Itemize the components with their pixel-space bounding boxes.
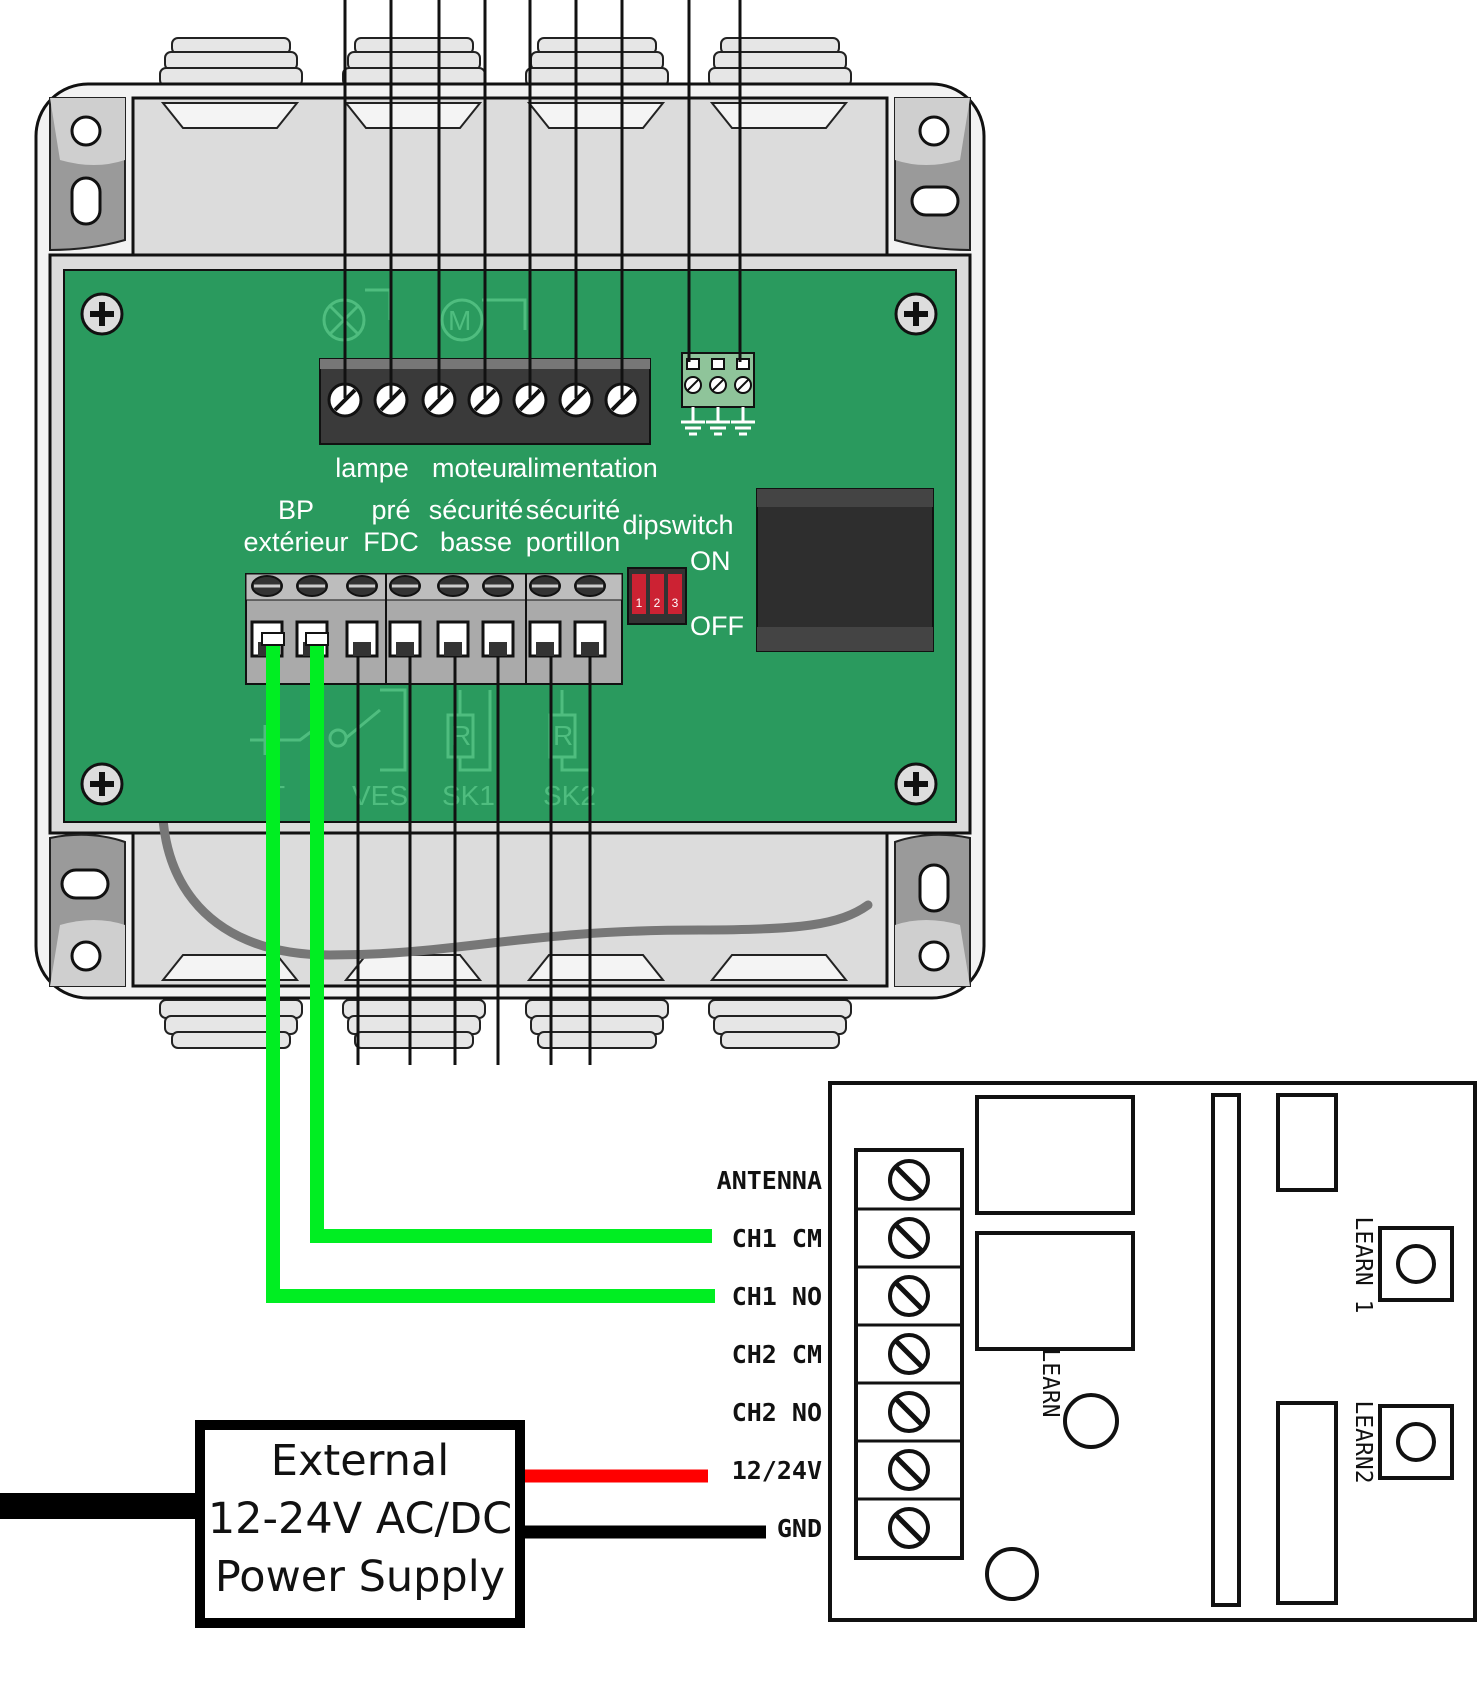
bottom-terminal-screw bbox=[528, 575, 562, 658]
bottom-terminal-screw bbox=[388, 575, 422, 658]
receiver-relay-2 bbox=[975, 1231, 1135, 1351]
svg-text:FDC: FDC bbox=[363, 527, 419, 557]
receiver-strip bbox=[1211, 1093, 1241, 1607]
receiver-terminal-screw bbox=[856, 1439, 962, 1491]
receiver-terminal-labels: ANTENNA CH1 CM CH1 NO CH2 CM CH2 NO 12/2… bbox=[717, 1166, 822, 1543]
learn-button[interactable] bbox=[1063, 1393, 1119, 1449]
dip-1: 1 bbox=[636, 596, 643, 610]
svg-text:portillon: portillon bbox=[526, 527, 621, 557]
pcb-screws bbox=[80, 292, 938, 806]
term-antenna: ANTENNA bbox=[717, 1166, 822, 1195]
power-supply-box: External 12-24V AC/DC Power Supply bbox=[195, 1420, 525, 1628]
bottom-terminal-screw bbox=[573, 575, 607, 658]
label-securite-portillon: sécurité portillon bbox=[526, 495, 621, 557]
top-wires bbox=[343, 0, 742, 398]
receiver-terminal-screw bbox=[856, 1265, 962, 1317]
svg-text:sécurité: sécurité bbox=[429, 495, 524, 525]
receiver-chip-top bbox=[1276, 1093, 1338, 1192]
term-ch2-no: CH2 NO bbox=[732, 1398, 822, 1427]
label-dip-off: OFF bbox=[690, 611, 744, 641]
cable-glands-top bbox=[159, 37, 852, 87]
ground-terminal bbox=[681, 352, 755, 436]
antenna-cable bbox=[157, 765, 873, 960]
label-securite-basse: sécurité basse bbox=[429, 495, 524, 557]
label-dipswitch: dipswitch bbox=[622, 510, 733, 540]
bottom-terminal-screw bbox=[436, 575, 470, 658]
cable-glands-bottom bbox=[159, 999, 852, 1049]
wire-bp-to-ch1-no bbox=[266, 638, 715, 1303]
label-dip-on: ON bbox=[690, 546, 731, 576]
term-ch1-no: CH1 NO bbox=[732, 1282, 822, 1311]
silkscreen-r2: R bbox=[553, 720, 573, 751]
term-ch2-cm: CH2 CM bbox=[732, 1340, 822, 1369]
receiver-terminal-screw bbox=[856, 1323, 962, 1375]
term-12-24v: 12/24V bbox=[732, 1456, 822, 1485]
learn1-label: LEARN 1 bbox=[1350, 1217, 1376, 1314]
silkscreen-ves: VES bbox=[352, 780, 408, 811]
bottom-terminal-screw bbox=[345, 575, 379, 658]
psu-line-3: Power Supply bbox=[215, 1552, 505, 1602]
svg-text:pré: pré bbox=[371, 495, 410, 525]
receiver-relay-1 bbox=[975, 1095, 1135, 1215]
learn2-label: LEARN2 bbox=[1350, 1400, 1376, 1483]
wire-bp-to-ch1-cm bbox=[310, 638, 712, 1243]
psu-line-1: External bbox=[271, 1436, 449, 1486]
svg-text:sécurité: sécurité bbox=[526, 495, 621, 525]
bottom-terminal-block bbox=[245, 573, 623, 685]
receiver-terminal-screw bbox=[856, 1381, 962, 1433]
bottom-wires bbox=[356, 656, 592, 1065]
label-bp-exterieur: BP extérieur bbox=[243, 495, 348, 557]
green-wire-terminals bbox=[261, 632, 329, 646]
svg-text:basse: basse bbox=[440, 527, 512, 557]
top-terminal-screw bbox=[327, 382, 363, 418]
green-wires bbox=[266, 638, 715, 1303]
dip-3: 3 bbox=[672, 596, 679, 610]
receiver-chip-bottom bbox=[1276, 1401, 1338, 1605]
learn-label: LEARN bbox=[1037, 1348, 1063, 1417]
label-lampe: lampe bbox=[335, 453, 409, 483]
power-wires bbox=[0, 1469, 766, 1539]
psu-line-2: 12-24V AC/DC bbox=[208, 1494, 512, 1544]
label-moteur: moteur bbox=[432, 453, 516, 483]
silkscreen-sk1: SK1 bbox=[442, 780, 495, 811]
label-alimentation: alimentation bbox=[512, 453, 658, 483]
label-pre-fdc: pré FDC bbox=[363, 495, 419, 557]
svg-text:extérieur: extérieur bbox=[243, 527, 348, 557]
svg-text:BP: BP bbox=[278, 495, 314, 525]
mounting-corners bbox=[49, 97, 971, 987]
relay-block bbox=[756, 488, 934, 652]
receiver-terminal-screw bbox=[856, 1207, 962, 1259]
receiver-terminal-screw bbox=[856, 1497, 962, 1549]
learn2-button[interactable] bbox=[1378, 1404, 1454, 1480]
silkscreen-m: M bbox=[448, 305, 471, 336]
dipswitch[interactable]: 1 2 3 bbox=[627, 567, 687, 625]
dip-2: 2 bbox=[654, 596, 661, 610]
learn1-button[interactable] bbox=[1378, 1226, 1454, 1302]
term-ch1-cm: CH1 CM bbox=[732, 1224, 822, 1253]
receiver-led bbox=[985, 1547, 1039, 1601]
receiver-board bbox=[828, 1081, 1477, 1622]
term-gnd: GND bbox=[777, 1514, 822, 1543]
receiver-terminal-screw bbox=[888, 1159, 930, 1201]
